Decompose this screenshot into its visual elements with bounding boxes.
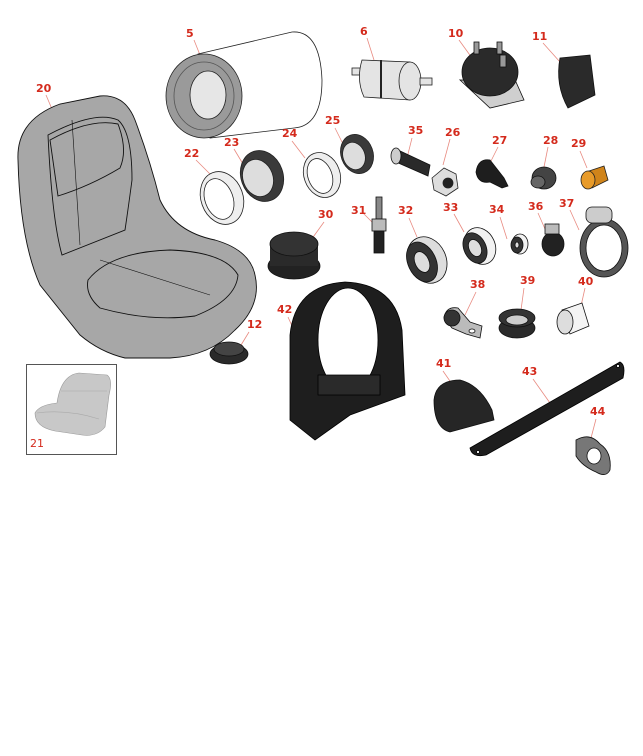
callout-23[interactable]: 23 — [224, 136, 240, 149]
callout-41[interactable]: 41 — [436, 357, 452, 370]
callout-32[interactable]: 32 — [398, 204, 414, 217]
callout-25[interactable]: 25 — [325, 114, 341, 127]
callout-21[interactable]: 21 — [30, 437, 44, 450]
callout-22[interactable]: 22 — [184, 147, 200, 160]
part-29-brass-bushing — [580, 165, 609, 190]
part-5-air-filter — [165, 31, 323, 139]
callout-24[interactable]: 24 — [282, 127, 298, 140]
part-32-ball-bearing — [406, 236, 448, 284]
part-27-valve-stem — [475, 159, 509, 189]
callout-34[interactable]: 34 — [489, 203, 505, 216]
part-25-bearing — [340, 134, 374, 174]
part-6-fuel-filter — [351, 59, 433, 101]
part-30-dust-cap — [267, 231, 321, 280]
callout-27[interactable]: 27 — [492, 134, 508, 147]
part-37-hose-clamp — [579, 206, 629, 278]
seat-cover-inset[interactable] — [26, 364, 117, 455]
part-20-seat — [17, 95, 257, 359]
seat-cover-image — [34, 372, 111, 436]
callout-37[interactable]: 37 — [559, 197, 575, 210]
part-40-needle-bushing — [556, 302, 590, 335]
callout-11[interactable]: 11 — [532, 30, 548, 43]
callout-36[interactable]: 36 — [528, 200, 544, 213]
callout-30[interactable]: 30 — [318, 208, 334, 221]
callout-33[interactable]: 33 — [443, 201, 459, 214]
callout-26[interactable]: 26 — [445, 126, 461, 139]
part-12-fuel-cap — [209, 341, 249, 365]
callout-20[interactable]: 20 — [36, 82, 52, 95]
callout-39[interactable]: 39 — [520, 274, 536, 287]
part-22-bearing-cup — [199, 171, 245, 225]
part-11-rocker-switch — [558, 54, 596, 109]
callout-35[interactable]: 35 — [408, 124, 424, 137]
callout-10[interactable]: 10 — [448, 27, 464, 40]
part-43-strip — [469, 361, 625, 457]
part-28-bushing — [530, 166, 557, 190]
part-26-nut — [431, 167, 459, 197]
callout-31[interactable]: 31 — [351, 204, 367, 217]
part-39-grommet — [498, 308, 536, 339]
callout-5[interactable]: 5 — [186, 27, 194, 40]
part-34-ball-bearing — [510, 233, 529, 255]
callout-44[interactable]: 44 — [590, 405, 606, 418]
part-23-bearing — [239, 150, 285, 202]
part-24-bearing-cup — [302, 152, 342, 198]
callout-42[interactable]: 42 — [277, 303, 293, 316]
callout-12[interactable]: 12 — [247, 318, 263, 331]
callout-38[interactable]: 38 — [470, 278, 486, 291]
callout-28[interactable]: 28 — [543, 134, 559, 147]
part-33-ball-bearing — [462, 227, 497, 265]
callout-40[interactable]: 40 — [578, 275, 594, 288]
part-36-small-clamp — [541, 223, 565, 257]
callout-43[interactable]: 43 — [522, 365, 538, 378]
callout-29[interactable]: 29 — [571, 137, 587, 150]
part-41-foot-pad — [433, 379, 495, 433]
part-44-gasket — [575, 436, 611, 475]
callout-6[interactable]: 6 — [360, 25, 368, 38]
part-38-cable-clamp — [443, 307, 483, 339]
part-35-bolt — [390, 147, 431, 177]
part-42-bracket — [289, 281, 406, 441]
part-10-solenoid — [458, 41, 525, 109]
part-31-spark-plug — [371, 196, 387, 254]
